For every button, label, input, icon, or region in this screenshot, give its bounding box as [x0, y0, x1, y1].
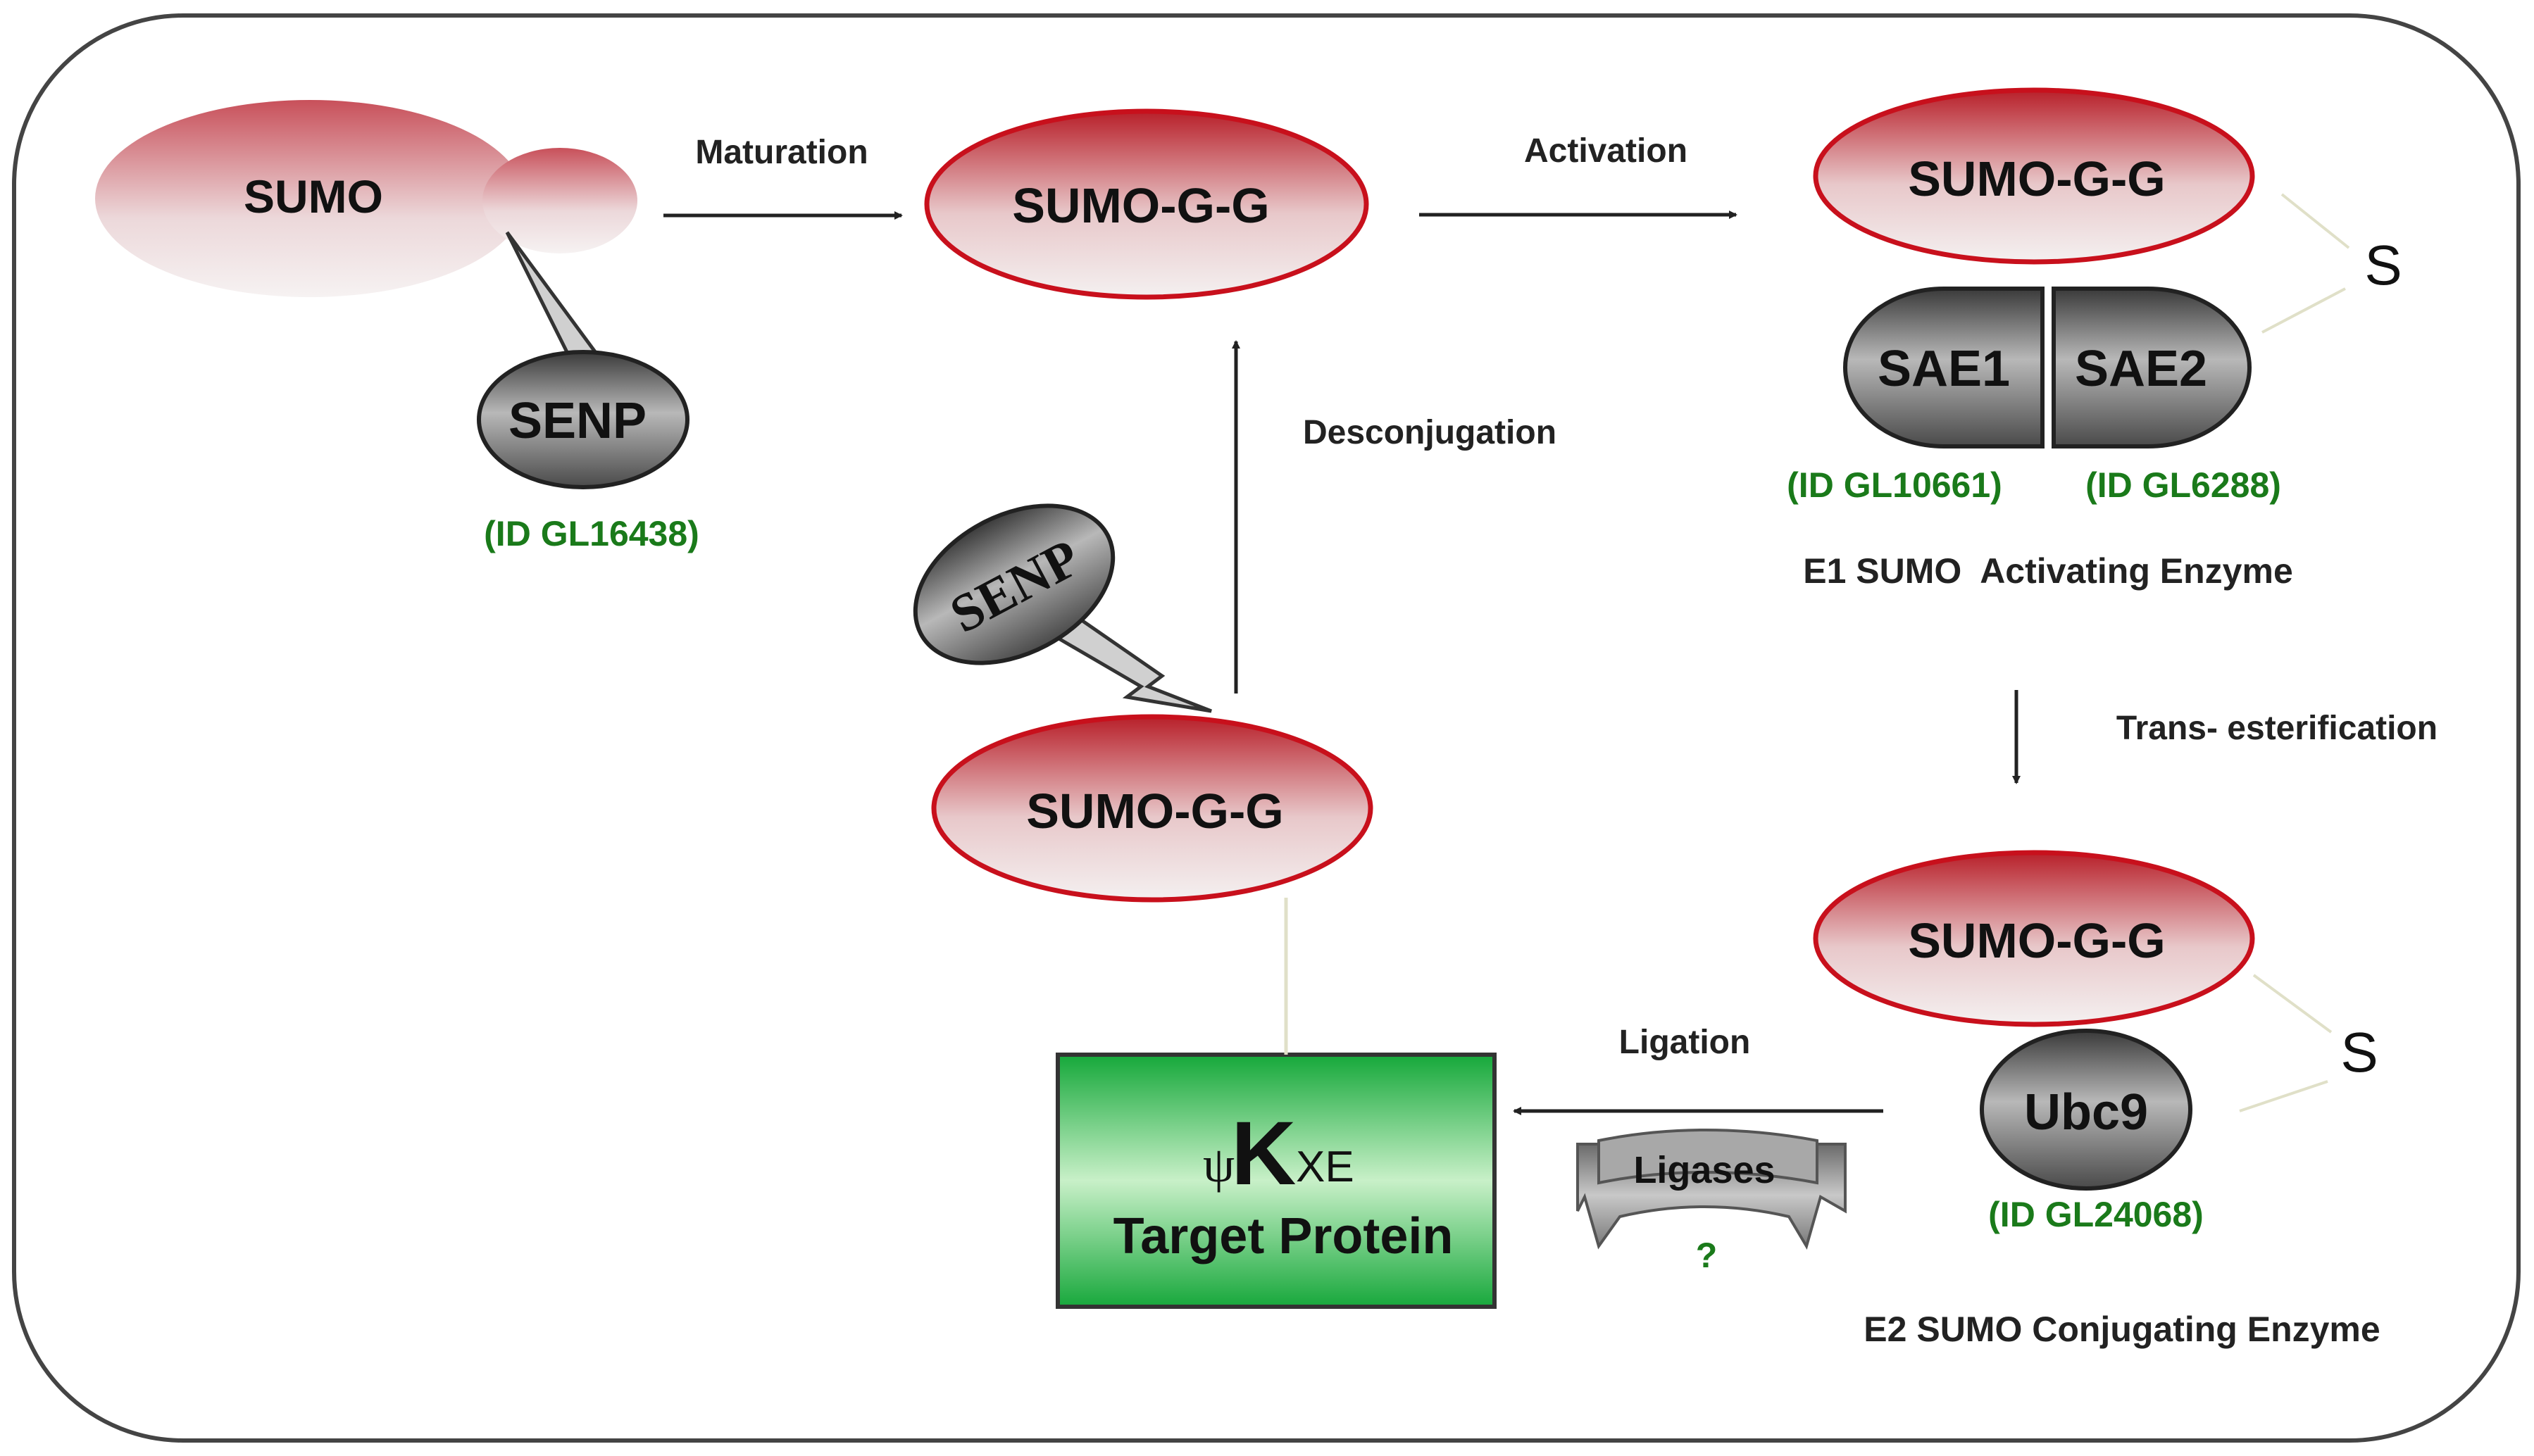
sumo-mature-node: SUMO-G-G — [924, 108, 1369, 300]
sae1-shape — [1843, 287, 2045, 448]
e2-enzyme-label: E2 SUMO Conjugating Enzyme — [1864, 1310, 2380, 1349]
thioester-line-sae2 — [2261, 287, 2346, 334]
target-motif-psi: ψ — [1203, 1136, 1235, 1193]
target-motif-xe: XE — [1296, 1143, 1354, 1191]
target-protein-label: Target Protein — [1113, 1208, 1454, 1264]
sumo-e1-node: SUMO-G-G — [1813, 87, 2255, 265]
ligases-question: ? — [1696, 1236, 1718, 1275]
sumo-precursor-label: SUMO — [244, 170, 383, 222]
sumo-mature-label: SUMO-G-G — [1012, 178, 1270, 233]
sae1-label: SAE1 — [1878, 341, 2010, 397]
sumo-precursor-node: SUMO — [95, 100, 637, 297]
senp-deconj-node: SENP — [913, 503, 1116, 665]
target-motif-k: K — [1231, 1103, 1296, 1204]
ligases-label: Ligases — [1633, 1149, 1775, 1191]
sumo-conjugated-node: SUMO-G-G — [931, 714, 1373, 903]
thioester-line-sumo-e1 — [2280, 193, 2350, 249]
ligation-label: Ligation — [1619, 1024, 1751, 1061]
senp-maturation-id: (ID GL16438) — [484, 514, 699, 553]
sumo-conjugated-label: SUMO-G-G — [1026, 784, 1284, 839]
desconjugation-label: Desconjugation — [1303, 414, 1556, 451]
sae2-shape — [2052, 287, 2252, 448]
thioester-line-ubc9 — [2239, 1080, 2328, 1112]
thioester-line-sumo-e2 — [2252, 974, 2333, 1034]
target-protein-box: ψ K XE Target Protein — [1056, 1053, 1497, 1309]
e1-enzyme-label: E1 SUMO Activating Enzyme — [1803, 551, 2293, 591]
sae2-label: SAE2 — [2075, 341, 2207, 397]
s-e2-label: S — [2340, 1021, 2378, 1084]
sae2-id: (ID GL6288) — [2085, 465, 2281, 505]
ubc9-node: Ubc9 — [1980, 1029, 2192, 1191]
trans-esterification-label: Trans- esterification — [2116, 710, 2438, 747]
senp-maturation-node: SENP — [477, 350, 689, 489]
ubc9-label: Ubc9 — [2024, 1084, 2148, 1141]
maturation-label: Maturation — [695, 134, 868, 171]
activation-label: Activation — [1524, 132, 1687, 170]
sae-complex: SAE1 SAE2 — [1843, 287, 2252, 448]
senp-deconj-bolt — [1054, 610, 1212, 713]
sumo-e2-label: SUMO-G-G — [1908, 913, 2166, 968]
sumo-e2-node: SUMO-G-G — [1813, 850, 2255, 1027]
ligases-ribbon: Ligases ? — [1576, 1129, 1847, 1275]
sumo-e1-label: SUMO-G-G — [1908, 151, 2166, 206]
senp-maturation-label: SENP — [508, 393, 647, 449]
ubc9-id: (ID GL24068) — [1988, 1195, 2204, 1234]
s-e1-label: S — [2364, 234, 2402, 296]
sae1-id: (ID GL10661) — [1787, 465, 2002, 505]
